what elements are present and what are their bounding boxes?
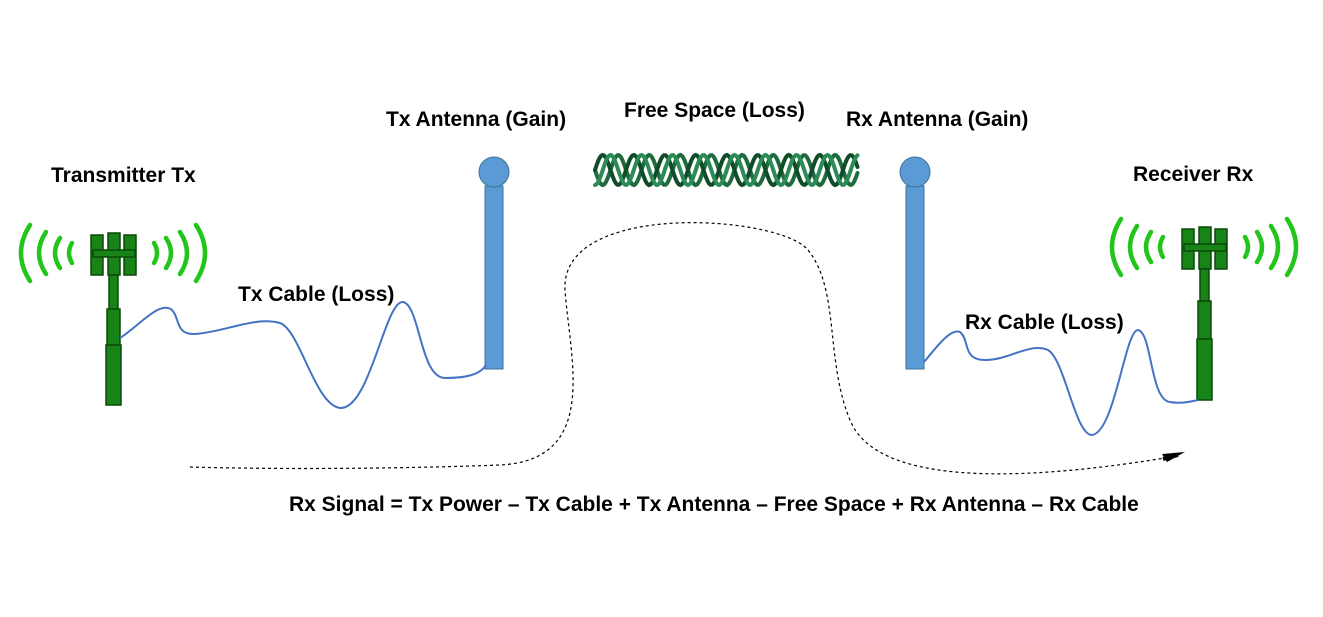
free-space-wave-icon [593, 152, 860, 188]
receiver-label: Receiver Rx [1133, 163, 1254, 186]
free-space-label: Free Space (Loss) [624, 99, 805, 122]
rx-antenna-icon [899, 156, 931, 370]
free-space-wave-strand [593, 152, 860, 188]
transmitter-tower-icon [18, 222, 208, 406]
rx-cable-icon [923, 328, 1199, 437]
link-budget-equation: Rx Signal = Tx Power – Tx Cable + Tx Ant… [289, 493, 1139, 516]
receiver-signal-waves-icon [1109, 216, 1299, 278]
tx-cable-label: Tx Cable (Loss) [238, 283, 395, 306]
tx-antenna-label: Tx Antenna (Gain) [386, 108, 567, 131]
tx-cable-icon [119, 300, 487, 410]
tx-antenna-icon [478, 156, 510, 370]
receiver-tower-icon [1109, 216, 1299, 401]
transmitter-label: Transmitter Tx [51, 164, 196, 187]
rx-antenna-label: Rx Antenna (Gain) [846, 108, 1029, 131]
signal-path-arrow [189, 222, 1185, 475]
rx-cable-label: Rx Cable (Loss) [965, 311, 1124, 334]
free-space-wave-strand [593, 152, 860, 188]
transmitter-signal-waves-icon [18, 222, 208, 284]
free-space-wave-strand [593, 152, 860, 188]
